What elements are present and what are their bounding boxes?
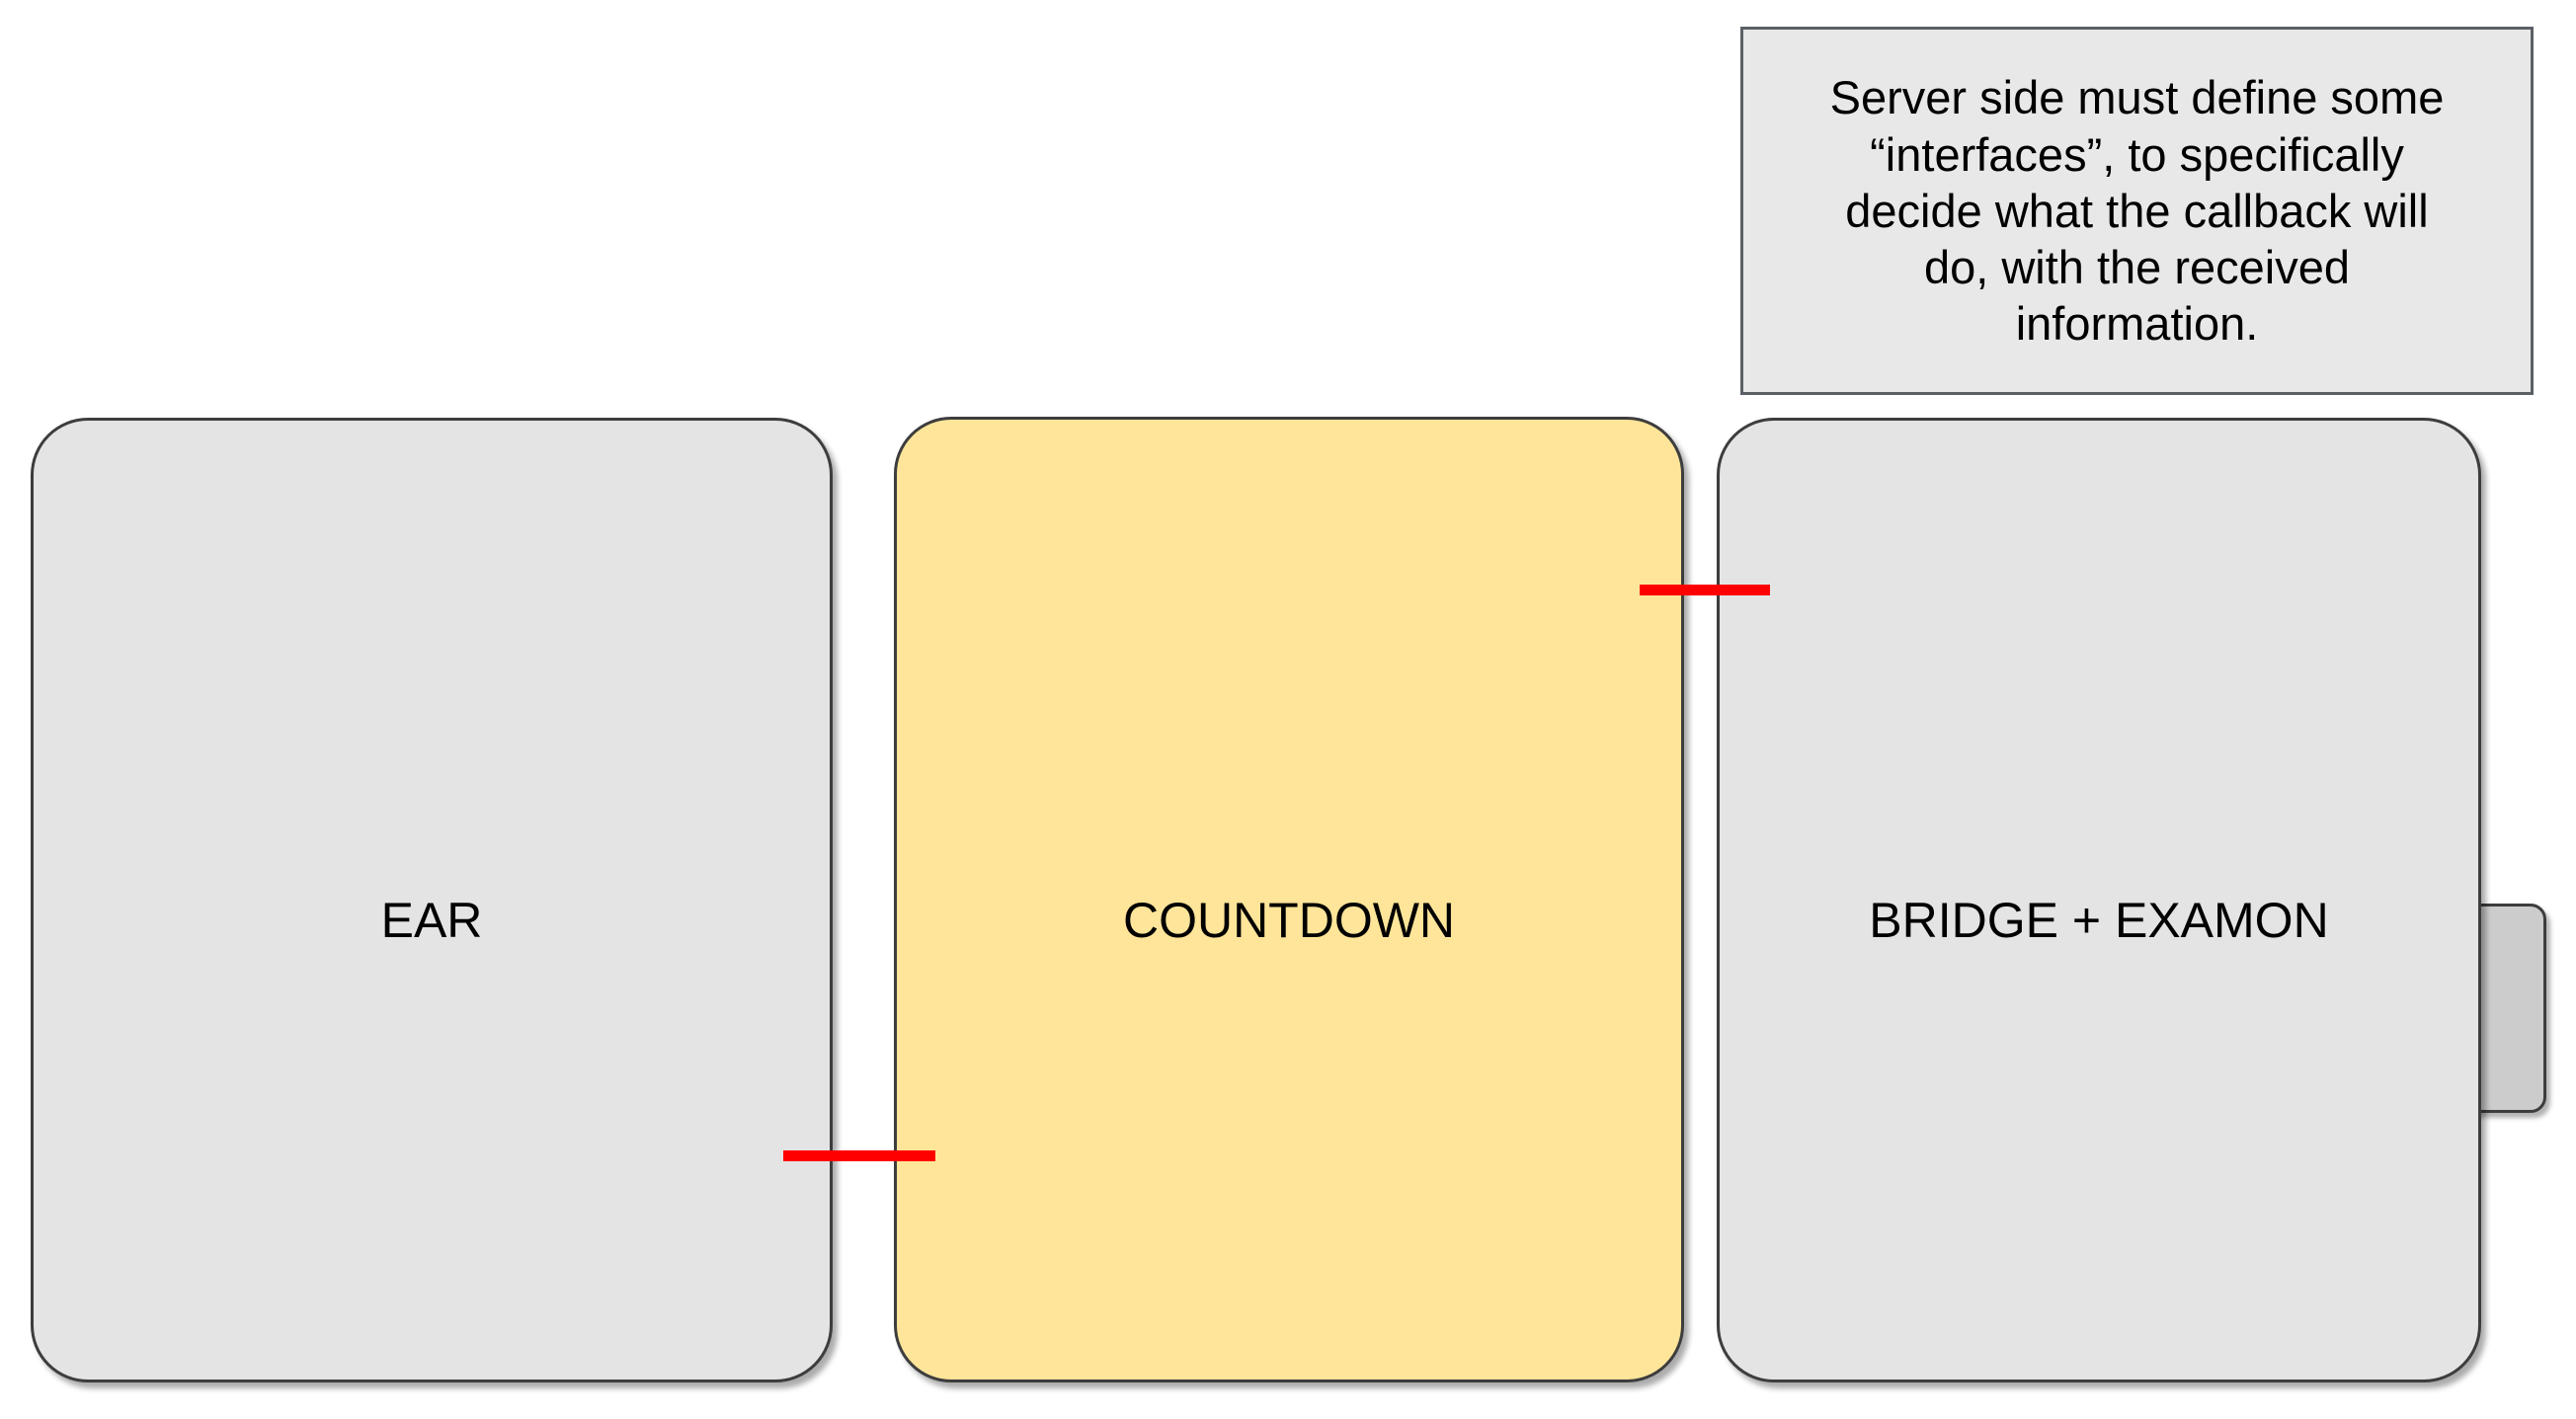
panel-countdown-label: COUNTDOWN [1122,893,1456,948]
connector-node-manager [783,1150,935,1161]
panel-ear-label: EAR [380,893,483,948]
panel-bridge-examon[interactable]: BRIDGE + EXAMON Monitoring server regale… [1717,418,2481,1382]
panel-ear[interactable]: EAR Node Manager server regale_nm_get_in… [31,418,833,1382]
panel-countdown[interactable]: COUNTDOWN Monitoring client Node Manager… [894,417,2546,1382]
connector-monitoring [1640,585,1770,595]
callout-note-text: Server side must define some “interfaces… [1829,71,2445,351]
panel-bridge-examon-label: BRIDGE + EXAMON [1869,893,2329,948]
callout-note: Server side must define some “interfaces… [1740,27,2534,395]
